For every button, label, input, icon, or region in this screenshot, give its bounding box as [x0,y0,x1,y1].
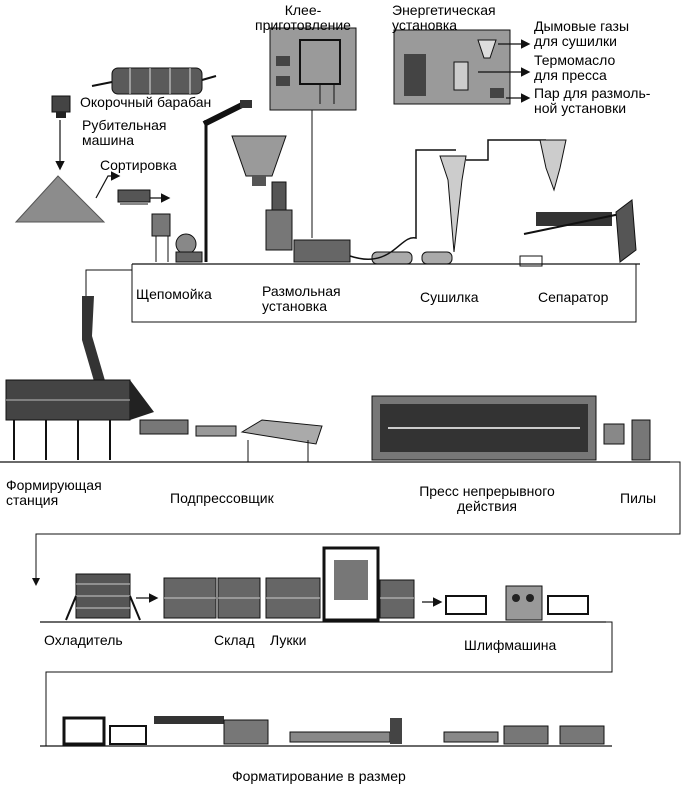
energy-plant-label: Энергетическая установка [392,2,496,33]
flow-to-sizing-line [45,621,613,746]
separator-label: Сепаратор [538,289,609,305]
separator-icon [519,139,637,267]
sizing-label: Форматирование в размер [232,768,406,784]
saws-icon [603,419,651,461]
steam-label: Пар для размоль- ной установки [534,85,651,116]
refiner-unit-icon [231,135,351,263]
sorting-label: Сортировка [100,157,177,173]
conveyor-elevator-icon [202,100,252,262]
debarking-drum-label: Окорочный барабан [80,94,212,110]
refiner-label: Размольная установка [262,283,341,314]
thermo-oil-label: Термомасло для пресса [534,52,616,83]
debarking-drum-icon [91,67,217,95]
cooler-icon [65,573,141,621]
sander-icon [445,585,589,621]
chipper-label: Рубительная машина [82,117,167,148]
dryer-icon [349,139,546,265]
flow-to-forming-line [85,269,132,296]
cooler-label: Охладитель [44,632,123,648]
sizing-line-icon [62,716,605,746]
flow-return-line-1 [131,264,637,323]
forming-station-label: Формирующая станция [6,477,102,508]
glue-kitchen-icon [269,27,357,111]
chip-washer-icon [151,213,203,263]
continuous-press-label: Пресс непрерывного действия [419,483,555,514]
smoke-gas-label: Дымовые газы для сушилки [534,18,630,49]
pile-to-sorting-arrow [95,171,121,199]
forming-station-icon [5,296,154,460]
dryer-label: Сушилка [420,289,479,305]
energy-plant-icon [393,29,511,105]
continuous-press-icon [371,395,597,461]
stacking-crane-icon [322,546,380,622]
storage-label: Склад [214,632,255,648]
saws-label: Пилы [620,490,657,506]
chip-pile-icon [14,175,106,223]
flow-to-cooler-line [32,461,681,586]
washer-label: Щепомойка [136,286,212,302]
sorting-screen-icon [117,189,151,205]
prepress-icon [139,419,323,462]
glue-kitchen-label: Клее- приготовление [255,2,351,33]
sander-label: Шлифмашина [464,637,557,653]
storage-stacks-icon [163,577,415,619]
hatches-label: Лукки [270,632,307,648]
prepress-label: Подпрессовщик [170,490,274,506]
chipper-icon [51,95,71,118]
